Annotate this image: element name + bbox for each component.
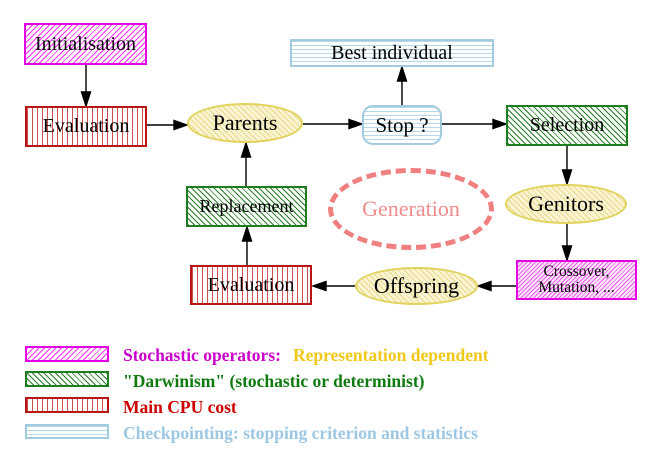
legend-item-main-cpu-cost: Main CPU cost xyxy=(123,396,237,418)
node-evaluation-top-label: Evaluation xyxy=(42,115,130,137)
arrow-stop-to-selection xyxy=(442,118,509,130)
node-crossover-mutation: Crossover, Mutation, ... xyxy=(516,260,637,300)
arrow-evaluation-to-parents xyxy=(147,119,190,131)
node-stop: Stop ? xyxy=(362,105,442,145)
node-generation: Generation xyxy=(328,168,494,250)
legend-label-stochastic-operators: Stochastic operators: xyxy=(123,344,281,365)
arrow-selection-to-genitors xyxy=(561,146,573,187)
node-genitors-label: Genitors xyxy=(528,191,604,217)
legend-swatch-red-vertical-stripes xyxy=(25,397,109,413)
legend-label-main-cpu-cost: Main CPU cost xyxy=(123,396,237,417)
node-best-individual-label: Best individual xyxy=(331,41,453,64)
arrow-crossover-to-offspring xyxy=(475,280,517,292)
node-evaluation-bottom-label: Evaluation xyxy=(207,273,295,296)
node-offspring-label: Offspring xyxy=(373,273,460,299)
arrow-evaluation-to-replacement xyxy=(241,224,253,265)
node-selection-label: Selection xyxy=(529,114,605,136)
node-evaluation-bottom: Evaluation xyxy=(190,265,312,305)
node-selection: Selection xyxy=(506,105,628,146)
node-offspring: Offspring xyxy=(355,267,478,305)
arrow-offspring-to-evaluation xyxy=(310,280,355,292)
arrow-stop-to-best-individual xyxy=(396,64,408,105)
legend-label-darwinism: "Darwinism" (stochastic or determinist) xyxy=(123,370,425,391)
legend-label-representation-dependent: Representation dependent xyxy=(292,344,489,365)
arrow-initialisation-to-evaluation xyxy=(80,65,92,109)
node-best-individual: Best individual xyxy=(290,39,494,67)
node-generation-label: Generation xyxy=(362,196,460,222)
node-initialisation: Initialisation xyxy=(24,23,147,65)
node-evaluation-top: Evaluation xyxy=(25,106,147,147)
legend-swatch-magenta-diagonal-hatch xyxy=(25,346,109,362)
legend-item-checkpointing: Checkpointing: stopping criterion and st… xyxy=(123,422,478,444)
node-replacement-label: Replacement xyxy=(199,196,294,217)
legend-label-checkpointing: Checkpointing: stopping criterion and st… xyxy=(123,422,478,443)
legend-item-darwinism: "Darwinism" (stochastic or determinist) xyxy=(123,370,425,392)
node-stop-label: Stop ? xyxy=(375,112,429,137)
legend-swatch-green-diagonal-hatch xyxy=(25,371,109,387)
node-genitors: Genitors xyxy=(505,184,627,224)
node-parents: Parents xyxy=(187,103,303,143)
arrow-genitors-to-crossover xyxy=(561,224,573,263)
node-replacement: Replacement xyxy=(186,186,307,227)
legend-swatch-cyan-horizontal-stripes xyxy=(25,424,109,439)
arrow-replacement-to-parents xyxy=(240,140,252,186)
arrow-parents-to-stop xyxy=(303,118,365,130)
node-crossover-line2: Mutation, ... xyxy=(538,279,615,296)
node-initialisation-label: Initialisation xyxy=(34,32,137,55)
node-crossover-line1: Crossover, xyxy=(543,262,610,280)
node-parents-label: Parents xyxy=(212,110,278,136)
legend-item-stochastic-operators: Stochastic operators: Representation dep… xyxy=(123,344,489,366)
